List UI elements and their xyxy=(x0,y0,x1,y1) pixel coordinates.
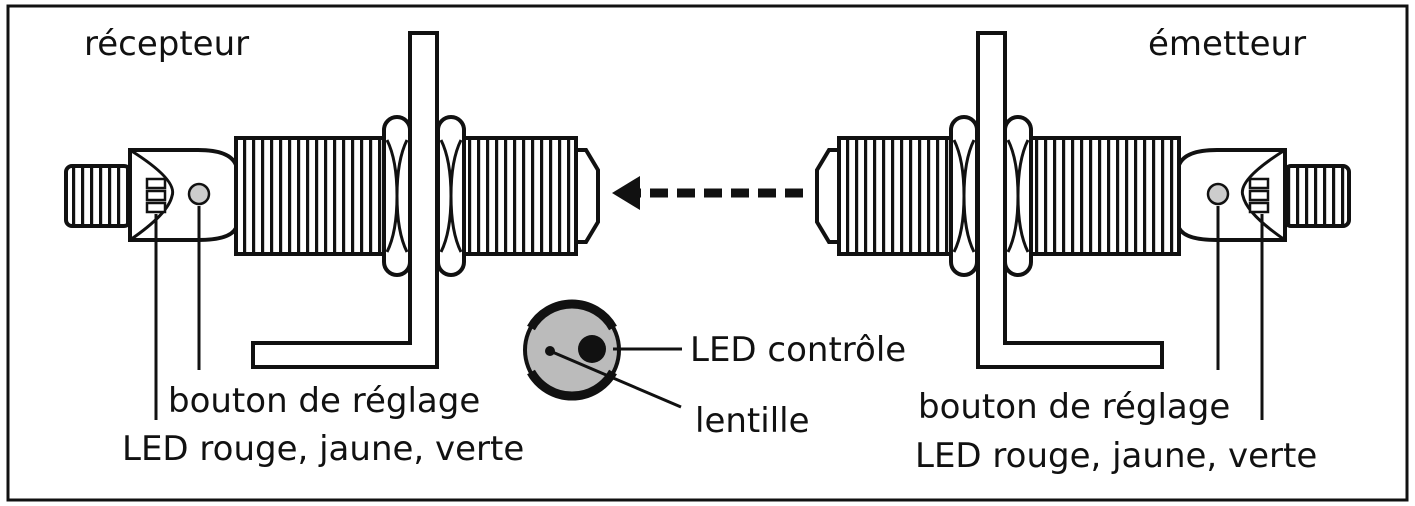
adjust-button-label-left: bouton de réglage xyxy=(168,381,480,421)
lens-label: lentille xyxy=(695,401,810,441)
sensor-front-view xyxy=(523,299,621,401)
adjust-button-left xyxy=(187,182,211,206)
led-label-right: LED rouge, jaune, verte xyxy=(915,436,1317,476)
callout-lines xyxy=(154,206,1264,420)
led-indicators-left xyxy=(145,177,167,214)
adjust-button-right xyxy=(1206,182,1230,206)
sensor-tip-left xyxy=(574,148,600,244)
led-label-left: LED rouge, jaune, verte xyxy=(122,429,524,469)
emitter-label: émetteur xyxy=(1148,24,1306,64)
mounting-bracket-right xyxy=(976,31,1164,369)
mounting-nut-left-a xyxy=(382,115,412,277)
emitter-sensor xyxy=(815,31,1351,369)
connector-left xyxy=(64,164,132,228)
connector-right xyxy=(1283,164,1351,228)
control-led-dot xyxy=(578,335,606,363)
mounting-nut-right-a xyxy=(949,115,979,277)
adjust-button-label-right: bouton de réglage xyxy=(918,387,1230,427)
mounting-nut-right-b xyxy=(1003,115,1033,277)
light-beam-arrow xyxy=(612,176,803,210)
mounting-nut-left-b xyxy=(436,115,466,277)
led-indicators-right xyxy=(1248,177,1270,214)
sensor-tip-right xyxy=(815,148,841,244)
receiver-label: récepteur xyxy=(84,24,249,64)
mounting-bracket-left xyxy=(251,31,439,369)
threaded-body-left xyxy=(234,136,386,256)
threaded-body-right xyxy=(1029,136,1181,256)
led-control-label: LED contrôle xyxy=(690,330,906,370)
